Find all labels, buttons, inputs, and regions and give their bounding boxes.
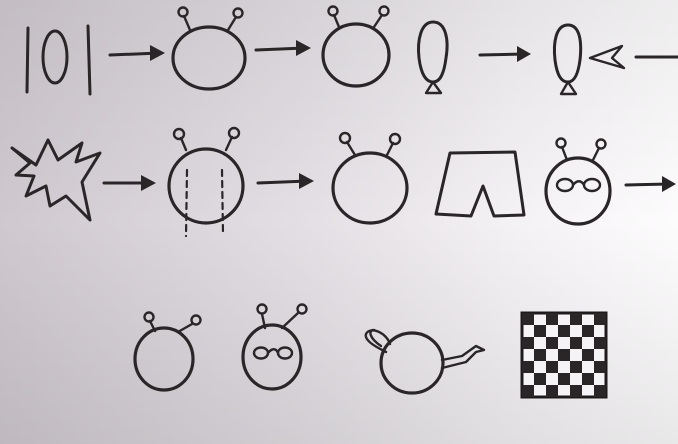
checkerboard-square [570, 361, 582, 373]
checkerboard-square [558, 349, 570, 361]
checkerboard-square [582, 349, 594, 361]
checkerboard-square [594, 337, 606, 349]
checkerboard-square [570, 385, 582, 397]
checkerboard-square [546, 361, 558, 373]
checkerboard-square [534, 349, 546, 361]
checkerboard-square [594, 385, 606, 397]
checkerboard-icon [522, 313, 606, 397]
checkerboard-square [534, 373, 546, 385]
checkerboard-square [522, 385, 534, 397]
checkerboard-square [558, 325, 570, 337]
checkerboard-square [522, 313, 534, 325]
checkerboard-square [594, 361, 606, 373]
checkerboard-square [582, 373, 594, 385]
checkerboard-square [546, 385, 558, 397]
checkerboard-square [534, 325, 546, 337]
checkerboard-square [582, 325, 594, 337]
checkerboard-square [546, 313, 558, 325]
checkerboard-square [522, 337, 534, 349]
checkerboard-square [558, 373, 570, 385]
checkerboard-square [570, 337, 582, 349]
checkerboard-square [594, 313, 606, 325]
checkerboard-square [570, 313, 582, 325]
checkerboard-square [546, 337, 558, 349]
checkerboard-square [522, 361, 534, 373]
